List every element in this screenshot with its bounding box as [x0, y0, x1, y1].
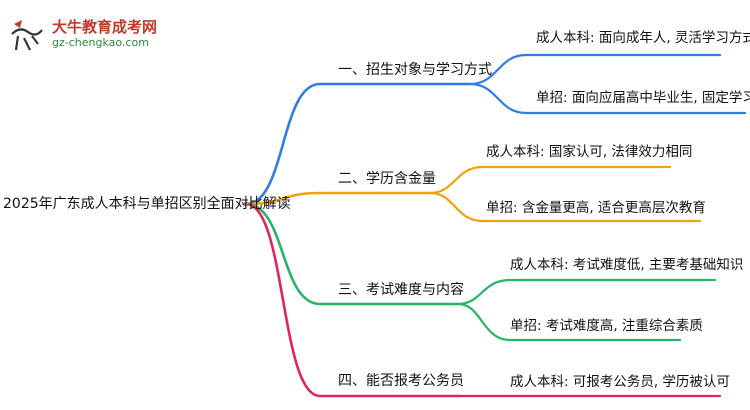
- branch-2-connector: [244, 191, 432, 206]
- branch-4-connector: [244, 202, 462, 398]
- branch-2-leaf-1-connector: [428, 165, 672, 195]
- branch-4-leaf-1: 成人本科: 可报考公务员, 学历被认可: [510, 374, 730, 390]
- branch-3-label: 三、考试难度与内容: [338, 282, 464, 298]
- logo-url: gz-chengkao.com: [52, 36, 149, 49]
- branch-1-leaf-2: 单招: 面向应届高中毕业生, 固定学习方式: [536, 90, 750, 106]
- branch-3-leaf-1-connector: [456, 278, 717, 306]
- branch-2-leaf-2: 单招: 含金量更高, 适合更高层次教育: [486, 200, 706, 216]
- branch-1-leaf-2-connector: [468, 82, 747, 115]
- branch-2-label: 二、学历含金量: [338, 171, 436, 187]
- branch-3-leaf-1: 成人本科: 考试难度低, 主要考基础知识: [510, 257, 744, 273]
- branch-2-leaf-2-connector: [428, 191, 702, 223]
- branch-1-connector: [244, 82, 472, 206]
- branch-3-leaf-2-connector: [456, 302, 682, 342]
- branch-3-connector: [244, 202, 460, 306]
- branch-3-leaf-2: 单招: 考试难度高, 注重综合素质: [510, 318, 703, 334]
- root-junction-dot: [243, 201, 249, 207]
- branch-1-leaf-1-connector: [468, 53, 722, 86]
- site-logo[interactable]: 大牛教育成考网 gz-chengkao.com: [8, 14, 178, 56]
- branch-2-leaf-1: 成人本科: 国家认可, 法律效力相同: [486, 144, 693, 160]
- branch-4-label: 四、能否报考公务员: [338, 373, 464, 389]
- logo-title: 大牛教育成考网: [52, 18, 158, 36]
- branch-1-label: 一、招生对象与学习方式: [338, 62, 492, 78]
- university-mascot-logo-icon: [11, 20, 43, 51]
- root-topic: 2025年广东成人本科与单招区别全面对比解读: [3, 196, 291, 212]
- branch-1-leaf-1: 成人本科: 面向成年人, 灵活学习方式: [536, 30, 750, 46]
